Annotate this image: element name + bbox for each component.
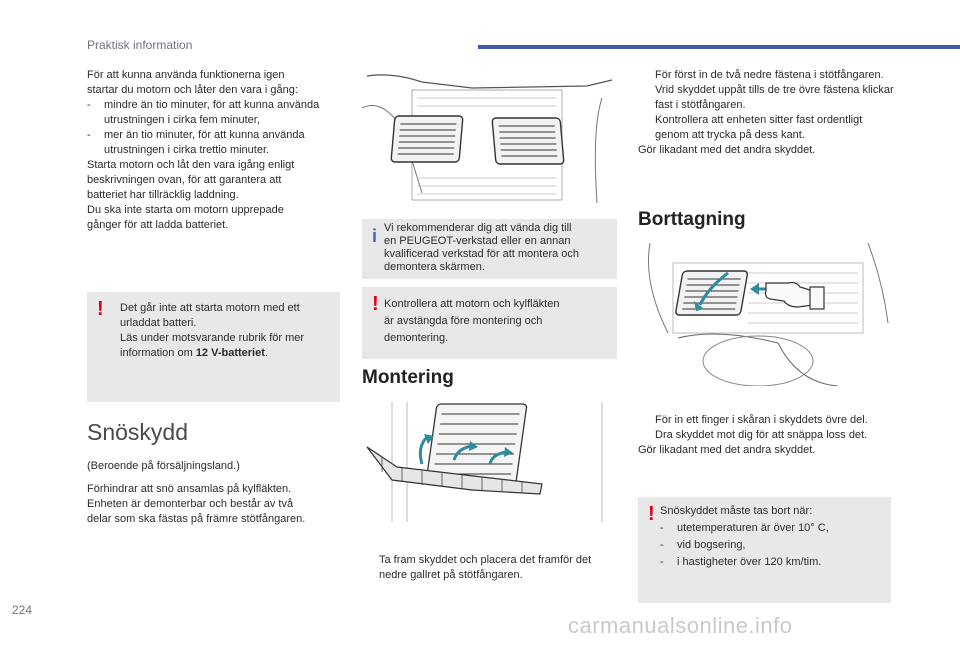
info-text: demontera skärmen. xyxy=(384,261,485,273)
description-line: Enheten är demonterbar och består av två xyxy=(87,498,294,510)
snow-guard-description: Förhindrar att snö ansamlas på kylfläkte… xyxy=(87,482,347,527)
list-item: -mer än tio minuter, för att kunna använ… xyxy=(87,129,305,156)
illustration-fitting xyxy=(362,402,617,532)
removal-drawing xyxy=(647,243,889,386)
description-line: delar som ska fästas på främre stötfånga… xyxy=(87,513,306,525)
heading-snow-guard: Snöskydd xyxy=(87,419,189,445)
warning-text: Snöskyddet måste tas bort när: xyxy=(660,505,813,517)
warning-text: urladdat batteri. xyxy=(120,317,197,329)
warning-icon: ! xyxy=(372,293,379,315)
battery-reference: 12 V-batteriet xyxy=(195,347,265,359)
warning-icon: ! xyxy=(648,503,655,525)
list-item: Ta fram skyddet och placera det framför … xyxy=(379,554,592,581)
illustration-removal xyxy=(638,243,893,386)
list-item: -vid bogsering, xyxy=(660,539,746,551)
list-item: Dra skyddet mot dig för att snäppa loss … xyxy=(655,429,868,441)
engine-off-warning-box: ! Kontrollera att motorn och kylfläkten … xyxy=(362,287,617,359)
fitting-step: Ta fram skyddet och placera det framför … xyxy=(362,553,617,583)
market-note: (Beroende på försäljningsland.) xyxy=(87,460,240,472)
outro-line: batteriet har tillräcklig laddning. xyxy=(87,189,239,201)
restart-duration-list: -mindre än tio minuter, för att kunna an… xyxy=(87,98,342,158)
list-item: -utetemperaturen är över 10° C, xyxy=(660,522,829,534)
watermark: carmanualsonline.info xyxy=(568,613,793,638)
warning-text: Läs under motsvarande rubrik för mer xyxy=(120,332,305,344)
warning-text: är avstängda före montering och xyxy=(384,315,543,327)
info-text: en PEUGEOT-verkstad eller en annan xyxy=(384,235,571,247)
removal-warning-box: ! Snöskyddet måste tas bort när: -utetem… xyxy=(638,497,891,603)
fitting-steps-continued: För först in de två nedre fästena i stöt… xyxy=(638,68,898,158)
hand-icon xyxy=(764,281,825,310)
list-item: För in ett finger i skåran i skyddets öv… xyxy=(655,414,868,426)
col1-intro: För att kunna använda funktionerna igen … xyxy=(87,68,342,233)
warning-text: information om 12 V-batteriet. xyxy=(120,347,268,359)
grille-drawing xyxy=(362,74,613,204)
list-item: För först in de två nedre fästena i stöt… xyxy=(655,69,884,81)
outro-line: beskrivningen ovan, för att garantera at… xyxy=(87,174,282,186)
repeat-instruction: Gör likadant med det andra skyddet. xyxy=(638,144,816,156)
illustration-snow-guard-fitted xyxy=(362,68,617,211)
repeat-instruction: Gör likadant med det andra skyddet. xyxy=(638,444,816,456)
warning-text: Det går inte att starta motorn med ett xyxy=(120,302,300,314)
description-line: Förhindrar att snö ansamlas på kylfläkte… xyxy=(87,483,292,495)
info-text: kvalificerad verkstad för att montera oc… xyxy=(384,248,580,260)
outro-line: gånger för att ladda batteriet. xyxy=(87,219,229,231)
list-item: -i hastigheter över 120 km/tim. xyxy=(660,556,822,568)
workshop-info-box: i Vi rekommenderar dig att vända dig til… xyxy=(362,219,617,279)
section-title: Praktisk information xyxy=(87,38,193,52)
intro-line: startar du motorn och låter den vara i g… xyxy=(87,84,298,96)
list-item: Vrid skyddet uppåt tills de tre övre fäs… xyxy=(655,84,894,111)
heading-removal: Borttagning xyxy=(638,209,746,230)
arrow-icon xyxy=(418,435,429,465)
page-number: 224 xyxy=(12,603,33,617)
warning-text: demontering. xyxy=(384,332,449,344)
list-item: Kontrollera att enheten sitter fast orde… xyxy=(655,114,863,141)
info-text: Vi rekommenderar dig att vända dig till xyxy=(384,222,572,234)
fitting-drawing xyxy=(366,402,603,522)
battery-warning-box: ! Det går inte att starta motorn med ett… xyxy=(87,292,340,402)
removal-steps: För in ett finger i skåran i skyddets öv… xyxy=(638,413,900,458)
outro-line: Du ska inte starta om motorn upprepade xyxy=(87,204,284,216)
warning-text: Kontrollera att motorn och kylfläkten xyxy=(384,298,560,310)
info-icon: i xyxy=(372,226,378,246)
intro-line: För att kunna använda funktionerna igen xyxy=(87,69,285,81)
outro-line: Starta motorn och låt den vara igång enl… xyxy=(87,159,295,171)
warning-icon: ! xyxy=(97,298,104,320)
list-item: -mindre än tio minuter, för att kunna an… xyxy=(87,99,320,126)
header-accent-bar xyxy=(478,45,960,49)
heading-fitting: Montering xyxy=(362,367,454,388)
